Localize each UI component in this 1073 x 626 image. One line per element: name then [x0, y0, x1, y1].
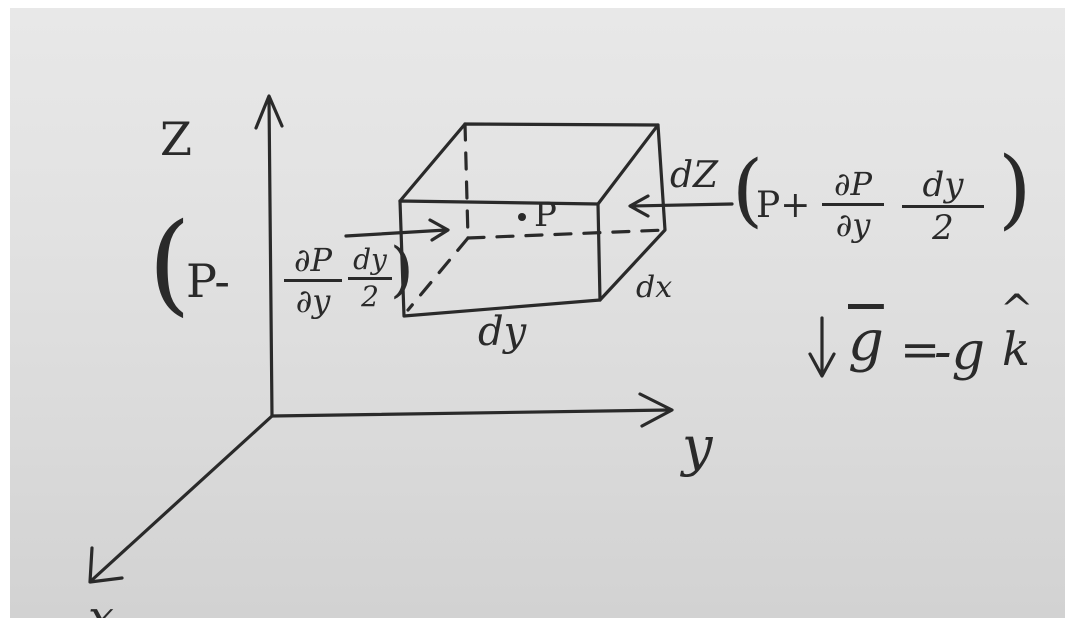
right-term-open-paren: ( [732, 143, 764, 236]
left-term-open-paren: ( [148, 199, 191, 327]
box-hidden-depth-edge [406, 236, 470, 312]
point-p-dot [518, 213, 526, 221]
left-partial-denominator: ∂y [295, 282, 331, 320]
dx-dimension-label: dx [636, 270, 673, 305]
left-dy-denominator: 2 [361, 280, 379, 313]
gravity-minus-g: -g [934, 322, 985, 382]
y-axis-label: y [682, 415, 713, 478]
z-axis-label: Z [160, 112, 192, 166]
x-axis-arrowhead [88, 546, 124, 584]
left-dy-numerator: dy [353, 243, 387, 276]
right-dy-fraction-bar [902, 205, 984, 208]
left-term-dy-fraction: dy 2 [348, 246, 392, 311]
left-force-arrow-shaft [344, 228, 448, 238]
right-term-close-paren: ) [998, 139, 1032, 239]
right-force-arrowhead [628, 194, 650, 218]
left-term-close-paren: ) [390, 235, 414, 305]
right-term-dy-fraction: dy 2 [902, 168, 984, 245]
left-term-p: P- [186, 254, 230, 308]
box-top-face [398, 122, 660, 206]
left-dy-fraction-bar [348, 277, 392, 280]
right-dy-numerator: dy [922, 165, 964, 205]
left-partial-fraction-bar [284, 279, 342, 282]
box-right-back-edge [598, 123, 667, 302]
gravity-arrowhead [808, 352, 836, 378]
right-partial-fraction-bar [822, 203, 884, 206]
sketch-lines [88, 94, 836, 584]
right-dy-denominator: 2 [932, 208, 954, 248]
y-axis-arrowhead [638, 392, 674, 428]
paper-sheet: Z y x P dy dx dZ ( P- ∂P ∂y dy 2 ) ( P+ … [10, 8, 1065, 618]
gravity-unit-k: k [1002, 322, 1030, 376]
z-axis-arrowhead [254, 94, 284, 130]
gravity-equals-sign: = [900, 322, 941, 378]
right-term-p: P+ [756, 185, 811, 226]
point-p-label: P [534, 195, 557, 235]
x-axis-line [90, 414, 274, 582]
dy-dimension-label: dy [478, 309, 527, 355]
z-axis-line [267, 96, 274, 418]
x-axis-label: x [88, 590, 114, 618]
box-hidden-vertical-edge [463, 122, 470, 240]
left-partial-numerator: ∂P [293, 241, 333, 279]
right-force-arrow-shaft [630, 202, 734, 208]
box-hidden-bottom-edge [466, 228, 667, 240]
box-front-face [398, 199, 602, 318]
left-term-partial-fraction: ∂P ∂y [284, 244, 342, 317]
right-term-partial-fraction: ∂P ∂y [822, 168, 884, 241]
right-partial-numerator: ∂P [833, 165, 873, 203]
dz-dimension-label: dZ [670, 155, 719, 196]
left-force-arrowhead [428, 218, 450, 242]
gravity-vector-g: g [848, 309, 884, 374]
y-axis-line [270, 408, 672, 418]
gravity-unit-hat: ^ [1000, 287, 1034, 333]
right-partial-denominator: ∂y [835, 206, 871, 244]
